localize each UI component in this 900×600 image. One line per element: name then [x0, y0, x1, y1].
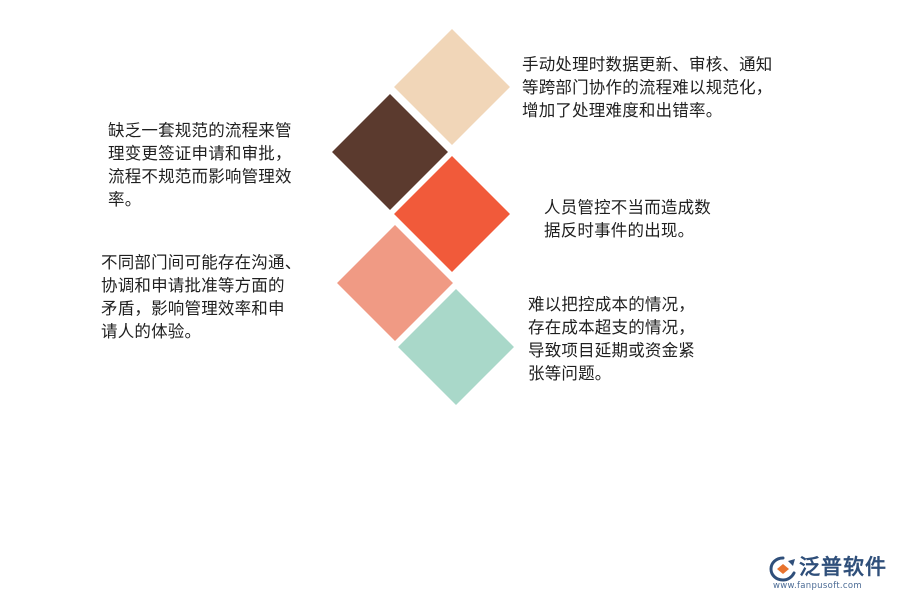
text-line: 请人的体验。 [101, 322, 202, 341]
text-cost-control: 难以把控成本的情况， 存在成本超支的情况， 导致项目延期或资金紧 张等问题。 [528, 293, 695, 385]
text-line: 理变更签证申请和审批， [108, 144, 292, 163]
text-line: 据反时事件的出现。 [544, 221, 695, 240]
text-line: 存在成本超支的情况， [528, 318, 695, 337]
brand-name: 泛普软件 [799, 555, 887, 579]
text-line: 张等问题。 [528, 364, 612, 383]
text-line: 手动处理时数据更新、审核、通知 [522, 55, 773, 74]
text-lack-of-process: 缺乏一套规范的流程来管 理变更签证申请和审批， 流程不规范而影响管理效 率。 [108, 119, 292, 211]
text-personnel-control: 人员管控不当而造成数 据反时事件的出现。 [544, 196, 711, 242]
text-line: 增加了处理难度和出错率。 [522, 101, 723, 120]
text-line: 缺乏一套规范的流程来管 [108, 121, 292, 140]
text-line: 难以把控成本的情况， [528, 295, 695, 314]
brand-logo: 泛普软件 www.fanpusoft.com [768, 553, 890, 593]
text-line: 矛盾，影响管理效率和申 [101, 299, 285, 318]
text-line: 人员管控不当而造成数 [544, 198, 711, 217]
text-manual-processing: 手动处理时数据更新、审核、通知 等跨部门协作的流程难以规范化， 增加了处理难度和… [522, 53, 773, 122]
fanpu-logo-icon [769, 556, 796, 582]
text-line: 不同部门间可能存在沟通、 [101, 253, 302, 272]
text-department-conflict: 不同部门间可能存在沟通、 协调和申请批准等方面的 矛盾，影响管理效率和申 请人的… [101, 251, 301, 343]
brand-url: www.fanpusoft.com [773, 581, 862, 591]
text-line: 导致项目延期或资金紧 [528, 341, 695, 360]
text-line: 等跨部门协作的流程难以规范化， [522, 78, 773, 97]
text-line: 流程不规范而影响管理效 [108, 167, 292, 186]
text-line: 率。 [108, 190, 142, 209]
text-line: 协调和申请批准等方面的 [101, 276, 285, 295]
